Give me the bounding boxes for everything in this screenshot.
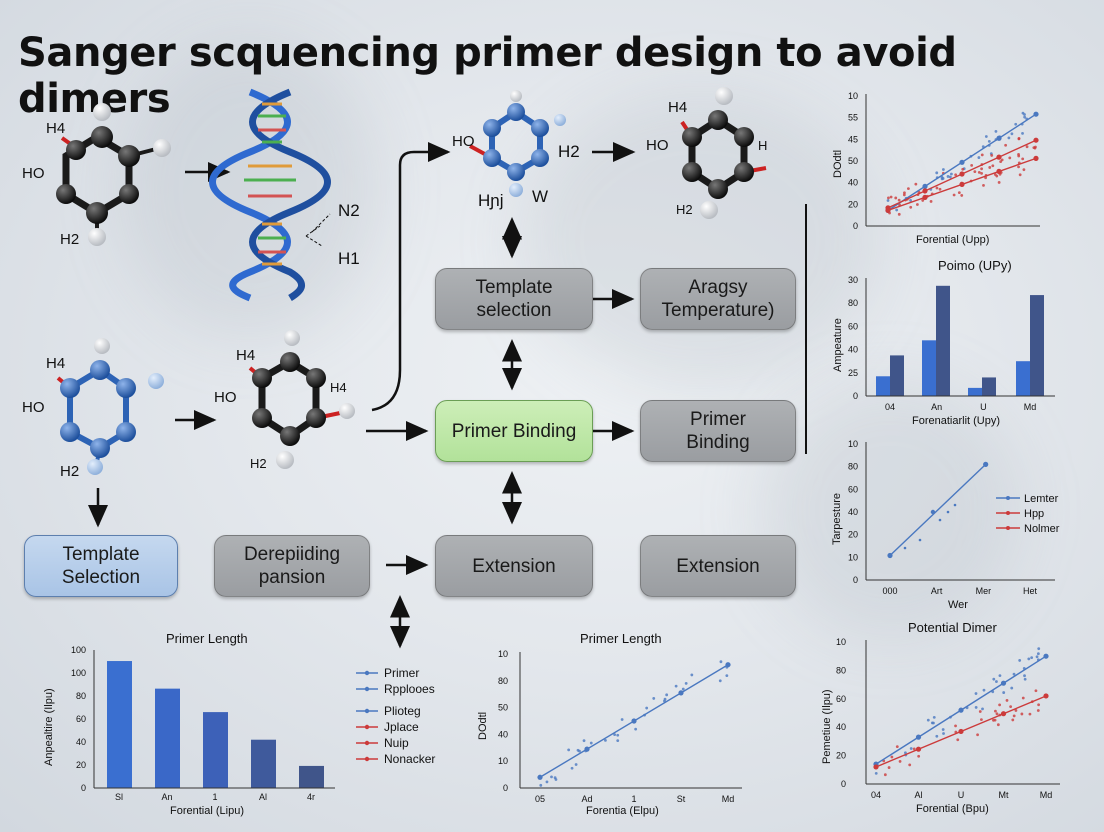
- molecule-4: H4 HO H H2: [646, 87, 767, 219]
- molecule-label: HO: [22, 399, 45, 416]
- molecule-5: H4 HO H2: [22, 338, 164, 480]
- template-selection-box: Template selection: [435, 268, 593, 330]
- molecule-label: H2: [558, 142, 580, 161]
- template-selection-left-box: Template Selection: [24, 535, 178, 597]
- atom-hydrogen: [510, 90, 522, 102]
- extension-right-box: Extension: [640, 535, 796, 597]
- atom-carbon: [252, 408, 272, 428]
- molecule-label: Hɲj: [478, 191, 504, 210]
- depiiding-pansion-box: Derepiiding pansion: [214, 535, 370, 597]
- atom-carbon: [734, 127, 754, 147]
- atom-nitrogen: [60, 422, 80, 442]
- molecule-label: H4: [236, 347, 255, 364]
- molecule-label: HO: [22, 165, 45, 182]
- atom-hydrogen: [88, 228, 106, 246]
- atom-hydrogen: [509, 183, 523, 197]
- atom-nitrogen: [483, 119, 501, 137]
- atom-carbon: [119, 184, 139, 204]
- aragsy-temperature-box: Aragsy Temperature): [640, 268, 796, 330]
- atom-carbon: [66, 140, 86, 160]
- molecule-label: H2: [60, 231, 79, 248]
- molecule-label: HO: [214, 389, 237, 406]
- atom-hydrogen: [153, 139, 171, 157]
- atom-carbon: [306, 368, 326, 388]
- atom-nitrogen: [531, 149, 549, 167]
- atom-carbon: [682, 162, 702, 182]
- molecule-3: HO H2 Hɲj W: [452, 90, 580, 210]
- atom-nitrogen: [507, 163, 525, 181]
- atom-carbon: [280, 426, 300, 446]
- molecule-label: W: [532, 187, 548, 206]
- molecule-label: H2: [676, 202, 693, 217]
- atom-nitrogen: [483, 149, 501, 167]
- molecule-label: H: [758, 138, 767, 153]
- atom-hydrogen: [94, 338, 110, 354]
- molecule-label: H2: [250, 456, 267, 471]
- molecule-1: H4 HO H2: [22, 103, 171, 248]
- molecule-label: H1: [338, 249, 360, 268]
- atom-nitrogen: [90, 438, 110, 458]
- atom-carbon: [708, 179, 728, 199]
- molecule-label: H2: [60, 463, 79, 480]
- atom-carbon: [682, 127, 702, 147]
- atom-carbon: [280, 352, 300, 372]
- atom-carbon: [91, 126, 113, 148]
- atom-nitrogen: [531, 119, 549, 137]
- atom-nitrogen: [507, 103, 525, 121]
- background-blob: [120, 40, 380, 340]
- flow-arrow: [371, 142, 451, 412]
- atom-carbon: [306, 408, 326, 428]
- molecule-label: H4: [668, 99, 687, 116]
- atom-carbon: [56, 184, 76, 204]
- molecule-label: H4: [46, 120, 65, 137]
- atom-hydrogen: [339, 403, 355, 419]
- atom-hydrogen: [700, 201, 718, 219]
- primer-binding-box: Primer Binding: [435, 400, 593, 462]
- atom-nitrogen: [116, 422, 136, 442]
- molecule-label: H4: [330, 380, 347, 395]
- molecule-6: H4 HO H4 H2: [214, 330, 355, 471]
- molecule-label: HO: [452, 133, 475, 150]
- atom-hydrogen: [276, 451, 294, 469]
- atom-carbon: [252, 368, 272, 388]
- atom-nitrogen: [116, 378, 136, 398]
- atom-nitrogen: [60, 378, 80, 398]
- dna-helix-icon: N2 H1: [209, 88, 360, 302]
- extension-box: Extension: [435, 535, 593, 597]
- atom-hydrogen: [87, 459, 103, 475]
- atom-carbon: [118, 145, 140, 167]
- molecule-label: N2: [338, 201, 360, 220]
- atom-carbon: [734, 162, 754, 182]
- atom-carbon: [86, 202, 108, 224]
- atom-hydrogen: [284, 330, 300, 346]
- molecule-label: H4: [46, 355, 65, 372]
- atom-carbon: [708, 110, 728, 130]
- atom-hydrogen: [93, 103, 111, 121]
- atom-hydrogen: [715, 87, 733, 105]
- primer-binding-gray-box: Primer Binding: [640, 400, 796, 462]
- molecule-label: HO: [646, 137, 669, 154]
- atom-hydrogen: [148, 373, 164, 389]
- atom-hydrogen: [554, 114, 566, 126]
- atom-nitrogen: [90, 360, 110, 380]
